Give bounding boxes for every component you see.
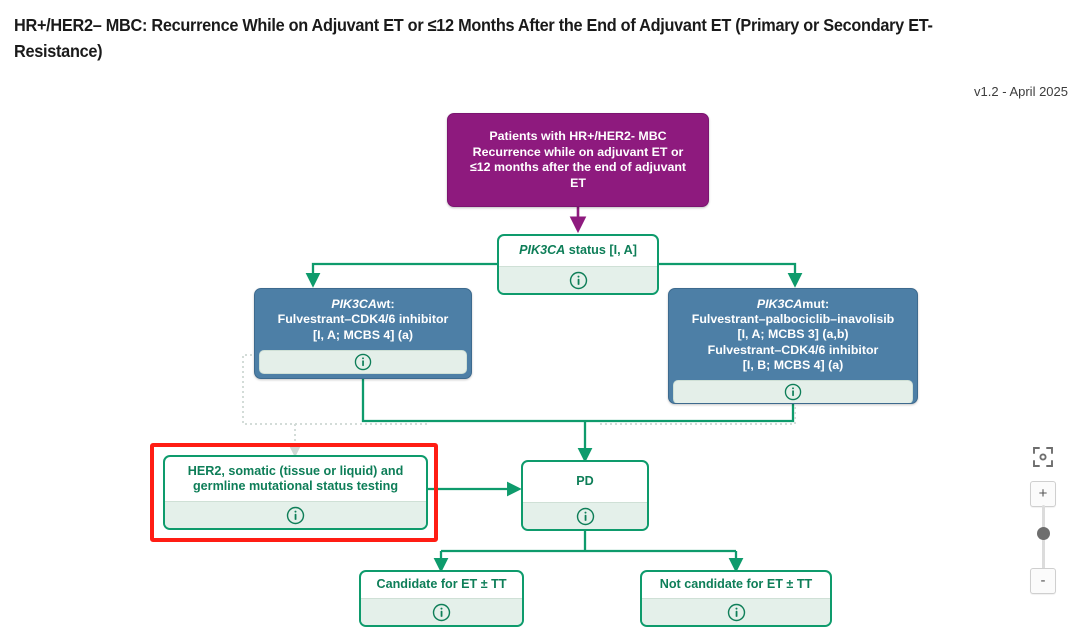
zoom-in-button[interactable]: + bbox=[1030, 481, 1056, 507]
node-her2-testing-line-0: HER2, somatic (tissue or liquid) and bbox=[187, 463, 404, 478]
node-start-line-1: Recurrence while on adjuvant ET or bbox=[472, 144, 684, 159]
node-pik3ca-mut-line-2: Fulvestrant–CDK4/6 inhibitor bbox=[707, 342, 879, 357]
edge-wt-to-merge bbox=[361, 379, 585, 423]
node-candidate-line-0: Candidate for ET ± TT bbox=[376, 577, 507, 592]
node-pik3ca-wt-body: PIK3CAwt: Fulvestrant–CDK4/6 inhibitor [… bbox=[259, 293, 467, 347]
node-pik3ca-status-footer[interactable] bbox=[499, 266, 657, 293]
node-start-line-0: Patients with HR+/HER2- MBC bbox=[489, 129, 667, 143]
node-pik3ca-mut-line-0: Fulvestrant–palbociclib–inavolisib bbox=[691, 312, 895, 327]
page-title: HR+/HER2– MBC: Recurrence While on Adjuv… bbox=[14, 15, 933, 61]
node-candidate[interactable]: Candidate for ET ± TT bbox=[359, 570, 524, 627]
info-icon[interactable] bbox=[569, 271, 588, 290]
node-her2-testing-footer[interactable] bbox=[165, 501, 426, 528]
info-icon[interactable] bbox=[354, 353, 372, 371]
node-pik3ca-wt-line-1: [I, A; MCBS 4] (a) bbox=[312, 327, 414, 342]
node-pik3ca-wt-footer[interactable] bbox=[259, 350, 467, 374]
node-pik3ca-mut-body: PIK3CAmut: Fulvestrant–palbociclib–inavo… bbox=[673, 293, 913, 377]
node-pik3ca-mut-rest: mut: bbox=[802, 297, 830, 311]
info-icon[interactable] bbox=[576, 507, 595, 526]
node-pik3ca-status-body: PIK3CA status [I, A] bbox=[499, 236, 657, 266]
info-icon[interactable] bbox=[727, 603, 746, 622]
node-pd-body: PD bbox=[523, 462, 647, 502]
node-pik3ca-mut-line-1: [I, A; MCBS 3] (a,b) bbox=[737, 327, 849, 342]
node-pik3ca-wt-emphasis: PIK3CA bbox=[331, 297, 377, 312]
node-pik3ca-wt[interactable]: PIK3CAwt: Fulvestrant–CDK4/6 inhibitor [… bbox=[254, 288, 472, 379]
edge-status-to-mut bbox=[659, 262, 803, 288]
node-pd[interactable]: PD bbox=[521, 460, 649, 531]
node-her2-testing-body: HER2, somatic (tissue or liquid) and ger… bbox=[165, 457, 426, 501]
edge-dotted-wt-left bbox=[242, 354, 430, 425]
node-not-candidate[interactable]: Not candidate for ET ± TT bbox=[640, 570, 832, 627]
node-start-line-3: ET bbox=[570, 175, 586, 190]
info-icon[interactable] bbox=[432, 603, 451, 622]
node-start[interactable]: Patients with HR+/HER2- MBC Recurrence w… bbox=[447, 113, 709, 207]
node-pik3ca-wt-rest: wt: bbox=[376, 297, 395, 312]
node-start-body: Patients with HR+/HER2- MBC Recurrence w… bbox=[448, 114, 708, 206]
node-candidate-footer[interactable] bbox=[361, 598, 522, 625]
fit-to-screen-icon[interactable] bbox=[1032, 446, 1054, 468]
node-pik3ca-status-rest: status [I, A] bbox=[565, 243, 637, 258]
node-not-candidate-line-0: Not candidate for ET ± TT bbox=[659, 577, 813, 592]
node-start-line-2: ≤12 months after the end of adjuvant bbox=[469, 160, 687, 174]
node-candidate-body: Candidate for ET ± TT bbox=[361, 572, 522, 598]
node-pd-footer[interactable] bbox=[523, 502, 647, 529]
node-pik3ca-wt-line-0: Fulvestrant–CDK4/6 inhibitor bbox=[277, 312, 449, 327]
node-not-candidate-body: Not candidate for ET ± TT bbox=[642, 572, 830, 598]
edge-mut-to-merge bbox=[585, 404, 795, 423]
edge-status-to-wt bbox=[305, 262, 497, 288]
info-icon[interactable] bbox=[784, 383, 802, 401]
version-label: v1.2 - April 2025 bbox=[974, 84, 1068, 99]
zoom-slider-handle[interactable] bbox=[1036, 527, 1050, 540]
node-pik3ca-mut-line-3: [I, B; MCBS 4] (a) bbox=[742, 357, 844, 372]
node-pik3ca-mut-footer[interactable] bbox=[673, 380, 913, 403]
node-not-candidate-footer[interactable] bbox=[642, 598, 830, 625]
node-her2-testing[interactable]: HER2, somatic (tissue or liquid) and ger… bbox=[163, 455, 428, 530]
node-pik3ca-mut-emphasis: PIK3CA bbox=[756, 297, 803, 311]
node-pik3ca-status-emphasis: PIK3CA bbox=[519, 243, 566, 258]
zoom-out-button[interactable]: - bbox=[1030, 568, 1056, 594]
edge-dotted-right bbox=[600, 404, 796, 425]
node-pik3ca-status[interactable]: PIK3CA status [I, A] bbox=[497, 234, 659, 295]
node-pd-line-0: PD bbox=[576, 474, 594, 489]
info-icon[interactable] bbox=[286, 506, 305, 525]
node-her2-testing-line-1: germline mutational status testing bbox=[192, 479, 399, 493]
zoom-slider-track[interactable] bbox=[1041, 505, 1045, 576]
node-pik3ca-mut[interactable]: PIK3CAmut: Fulvestrant–palbociclib–inavo… bbox=[668, 288, 918, 404]
